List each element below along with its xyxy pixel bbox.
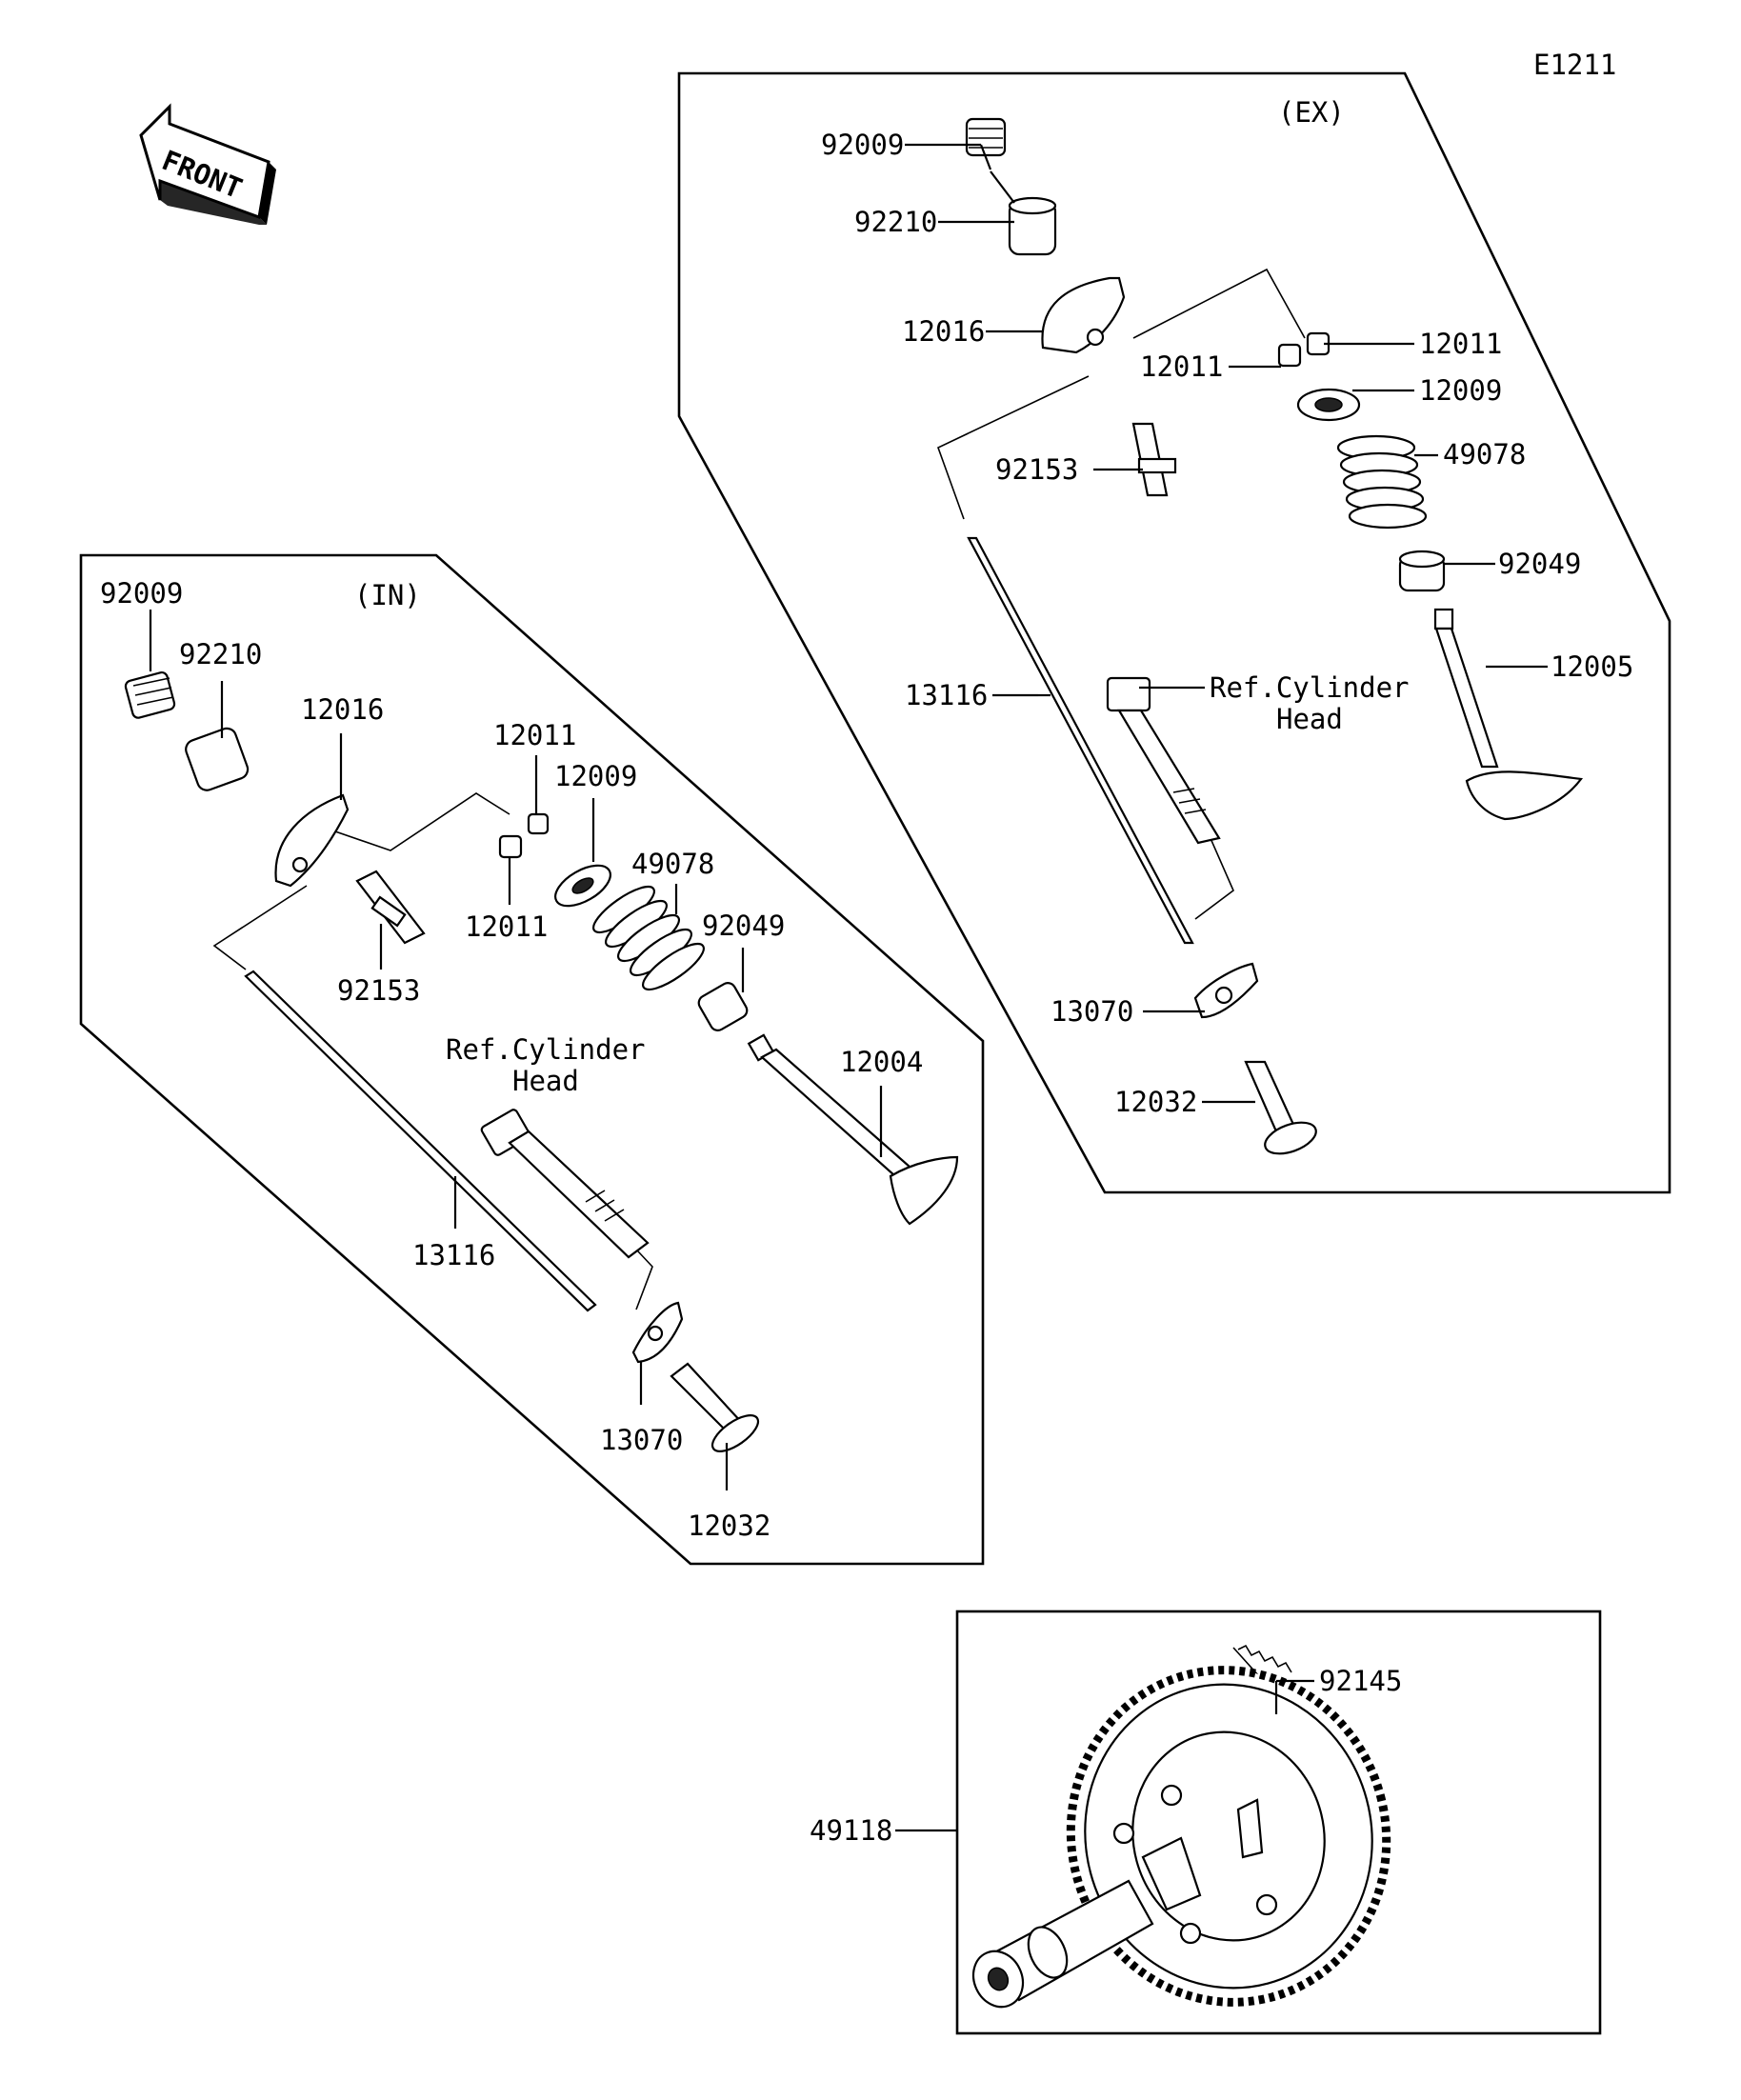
- ex-label-12011-right: 12011: [1419, 328, 1502, 360]
- ex-rocker-cap-92009: [965, 117, 1007, 157]
- ex-label-92153: 92153: [995, 453, 1078, 486]
- in-cotter-bottom-12011: [498, 834, 523, 859]
- camshaft-section: 92145 49118: [810, 1610, 1602, 2035]
- in-label-49078: 49078: [631, 848, 714, 880]
- ex-ref-label-line1: Ref.Cylinder: [1210, 671, 1410, 704]
- intake-routing-line: [304, 792, 510, 851]
- camshaft-frame: [955, 1610, 1602, 2035]
- ex-ref-label-line2: Head: [1276, 703, 1343, 735]
- ex-label-12032: 12032: [1114, 1086, 1197, 1118]
- in-label-12009: 12009: [554, 760, 637, 792]
- ex-spring-49078: [1336, 434, 1428, 530]
- in-label-12011-top: 12011: [493, 719, 576, 751]
- exhaust-routing-line: [1194, 820, 1234, 920]
- ex-ref-bolt: [1106, 676, 1221, 845]
- in-rocker-adjuster-92210: [185, 727, 250, 791]
- ex-guide-plate-13070: [1193, 962, 1259, 1019]
- in-label-13116: 13116: [412, 1239, 495, 1271]
- exhaust-routing-line: [1132, 268, 1306, 339]
- in-label-12016: 12016: [301, 693, 384, 726]
- ex-label-13116: 13116: [905, 679, 988, 711]
- ex-tappet-12032: [1244, 1060, 1317, 1155]
- ex-stud-92153: [1131, 422, 1177, 497]
- intake-section: (IN): [79, 553, 985, 1566]
- cam-label-92145: 92145: [1319, 1665, 1402, 1697]
- intake-frame: [79, 553, 985, 1566]
- ex-label-92049: 92049: [1498, 548, 1581, 580]
- ex-label-49078: 49078: [1443, 438, 1526, 470]
- ex-label-12011-left: 12011: [1140, 350, 1223, 383]
- ex-label-12005: 12005: [1551, 650, 1633, 683]
- in-ref-label-line2: Head: [512, 1065, 579, 1097]
- ex-label-92210: 92210: [854, 206, 937, 238]
- ex-label-13070: 13070: [1051, 995, 1133, 1028]
- in-label-12032: 12032: [688, 1510, 770, 1542]
- in-label-92009: 92009: [100, 577, 183, 610]
- in-cotter-top-12011: [527, 812, 550, 835]
- exhaust-title: (EX): [1278, 96, 1345, 129]
- in-label-12004: 12004: [840, 1046, 923, 1078]
- ex-push-rod-13116: [967, 536, 1194, 945]
- in-ref-bolt: [480, 1109, 650, 1259]
- in-label-12011-bottom: 12011: [465, 910, 548, 943]
- intake-routing-line: [212, 885, 308, 970]
- in-seal-92049: [697, 982, 749, 1031]
- in-label-13070: 13070: [600, 1424, 683, 1456]
- in-tappet-12032: [670, 1362, 760, 1452]
- front-arrow-icon: FRONT: [139, 103, 276, 225]
- in-stud-92153: [355, 870, 426, 945]
- ex-valve-12005: [1433, 608, 1583, 821]
- in-label-92153: 92153: [337, 974, 420, 1007]
- ex-retainer-12009: [1296, 388, 1361, 422]
- in-spring-49078: [592, 885, 705, 991]
- ex-seal-92049: [1398, 550, 1446, 592]
- in-push-rod-13116: [244, 970, 597, 1312]
- ex-label-12016: 12016: [902, 315, 985, 348]
- exhaust-frame: [677, 71, 1671, 1194]
- in-retainer-12009: [554, 864, 611, 908]
- in-rocker-arm-12016: [274, 793, 350, 888]
- ex-cotter-12011: [1277, 331, 1331, 368]
- camshaft-assy-49118: [971, 1666, 1391, 2009]
- cam-label-49118: 49118: [810, 1814, 892, 1847]
- in-ref-label-line1: Ref.Cylinder: [446, 1033, 646, 1066]
- in-valve-12004: [747, 1033, 959, 1226]
- in-label-92210: 92210: [179, 638, 262, 670]
- ex-label-12009: 12009: [1419, 374, 1502, 407]
- exhaust-routing-line: [937, 375, 1090, 520]
- in-label-92049: 92049: [702, 910, 785, 942]
- in-rocker-cap-92009: [124, 670, 176, 719]
- ex-label-92009: 92009: [821, 129, 904, 161]
- intake-title: (IN): [354, 579, 421, 611]
- ex-rocker-arm-12016: [1041, 276, 1126, 354]
- diagram-code: E1211: [1533, 49, 1616, 81]
- in-guide-plate-13070: [631, 1301, 684, 1364]
- exhaust-section: (EX): [677, 71, 1671, 1194]
- ex-rocker-adjuster-92210: [1008, 196, 1057, 256]
